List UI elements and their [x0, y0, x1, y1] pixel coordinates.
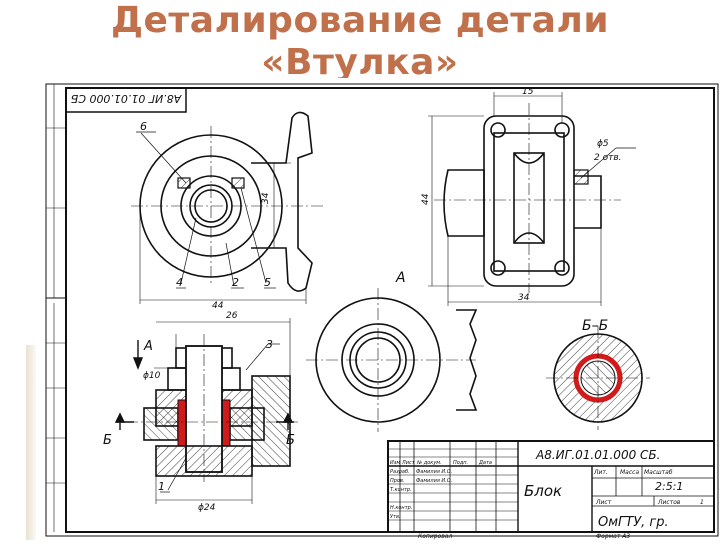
- side-view: [428, 92, 636, 306]
- position-1: 1: [158, 480, 165, 493]
- stamp-head-date: Дата: [478, 460, 492, 466]
- main-section: [126, 318, 298, 504]
- mirrored-doc-code: А8.ИГ 01.01.000 СБ: [71, 92, 183, 105]
- stamp-name-2: Фамилия И.О.: [416, 478, 452, 484]
- title-line-1: Деталирование детали: [110, 0, 610, 41]
- position-4: 4: [176, 276, 183, 289]
- sheet-frame: [45, 83, 719, 537]
- stamp-sheets-label: Листов: [657, 499, 681, 506]
- paper-edge: [26, 345, 38, 540]
- slide-title: Деталирование детали «Втулка»: [0, 0, 720, 84]
- section-bb: [546, 326, 650, 430]
- stamp-mass: 2:5:1: [655, 480, 683, 493]
- section-arrows: [114, 340, 294, 430]
- dim-15: 15: [522, 87, 534, 97]
- dim-44-front: 44: [212, 301, 224, 311]
- section-b-left-label: Б: [103, 433, 112, 448]
- dim-d5: ϕ5: [597, 139, 609, 149]
- position-6: 6: [140, 120, 147, 133]
- stamp-row-tcontrol: Т.контр.: [390, 487, 412, 493]
- position-5: 5: [264, 276, 271, 289]
- stamp-format: Формат А3: [596, 533, 630, 540]
- dim-d10: ϕ10: [143, 371, 161, 381]
- stamp-sheet-label: Лист: [595, 499, 612, 506]
- title-line-2: «Втулка»: [261, 42, 459, 83]
- stamp-organization: ОмГТУ, гр.: [598, 515, 669, 530]
- dim-44-side: 44: [421, 193, 431, 205]
- section-b-right-label: Б: [286, 433, 295, 448]
- dim-34-side: 34: [518, 293, 530, 303]
- position-2: 2: [232, 276, 239, 289]
- position-3: 3: [266, 338, 273, 351]
- arrow-a-label: А: [143, 339, 153, 354]
- stamp-head-doc: № докум.: [416, 460, 442, 466]
- front-view: [131, 111, 326, 304]
- stamp-scale-label: Масштаб: [644, 469, 673, 476]
- drawing-sheet: А8.ИГ 01.01.000 СБ 6 4 2 5 44 34: [36, 78, 720, 540]
- view-a-label: А: [395, 270, 406, 286]
- stamp-name-1: Фамилия И.О.: [416, 469, 452, 475]
- stamp-mass-label: Масса: [620, 469, 639, 476]
- view-a: [306, 288, 478, 432]
- dim-26: 26: [226, 311, 238, 321]
- title-block: [387, 440, 715, 533]
- front-view-leaders: [136, 131, 276, 289]
- stamp-part-name: Блок: [524, 482, 562, 500]
- stamp-row-checked: Пров.: [390, 478, 405, 484]
- stamp-head-change: Изм: [390, 460, 400, 466]
- stamp-lit-label: Лит.: [593, 469, 608, 476]
- stamp-row-approved: Утв.: [390, 514, 401, 520]
- stamp-row-ncontrol: Н.контр.: [390, 505, 412, 511]
- stamp-sheets-value: 1: [700, 499, 704, 506]
- stamp-doc-code: А8.ИГ.01.01.000 СБ.: [535, 448, 660, 462]
- stamp-copied: Копировал: [418, 533, 452, 540]
- mirrored-code-box: А8.ИГ 01.01.000 СБ: [65, 87, 187, 113]
- section-bb-label: Б–Б: [582, 318, 608, 334]
- dim-d24: ϕ24: [198, 503, 216, 513]
- assembly-drawing: А8.ИГ 01.01.000 СБ 6 4 2 5 44 34: [45, 83, 719, 540]
- stamp-head-sign: Подп.: [453, 460, 468, 466]
- dim-34-front: 34: [261, 192, 271, 204]
- stamp-head-sheet: Лист: [401, 460, 416, 466]
- stamp-row-developer: Разраб.: [390, 469, 410, 475]
- dim-holes: 2 отв.: [594, 153, 622, 163]
